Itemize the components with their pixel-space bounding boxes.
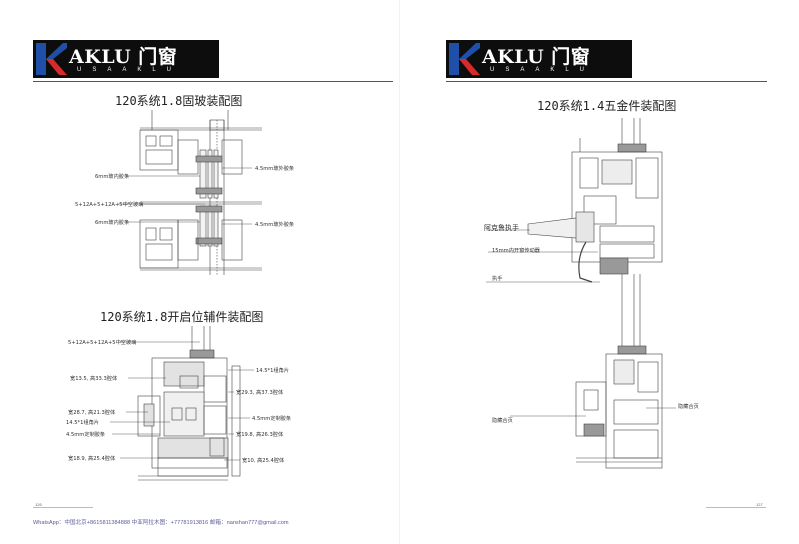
hardware-drawing: 阿克鲁执手 15mm内开窗传动器 执手 隐藏合页 隐藏合页 (484, 118, 699, 469)
label-left-strip: 4.5mm定制胶条 (66, 430, 105, 438)
label-right-corner: 14.5*1组角片 (256, 366, 289, 374)
k-mark-icon (446, 40, 482, 78)
page-spine (399, 0, 400, 544)
label-left-cavity-3: 宽18.9, 高25.4腔体 (68, 454, 116, 462)
left-page: AKLU 门窗 USAAKLU 120系统1.8固玻装配图 (0, 0, 399, 544)
footer-contact: WhatsApp：中国北京+8615811384888 中亚阿拉木图：+7778… (33, 520, 289, 526)
label-right-cavity-3: 宽10, 高25.4腔体 (242, 456, 285, 464)
label-handle: 执手 (492, 274, 502, 282)
logo-sub-text: USAAKLU (490, 67, 596, 73)
right-page: AKLU 门窗 USAAKLU 120系统1.4五金件装配图 (400, 0, 799, 544)
label-right-strip: 4.5mm定制胶条 (252, 414, 291, 422)
label-glass-inner-strip-a: 6mm玻内胶条 (95, 172, 129, 180)
section-title-fixed-glass: 120系统1.8固玻装配图 (115, 94, 243, 108)
label-insulated-glass-2: 5+12A+5+12A+5中空玻璃 (68, 338, 136, 346)
page-number: 126 (35, 502, 42, 507)
header-rule (446, 81, 767, 82)
label-glass-inner-strip-b: 6mm玻内胶条 (95, 218, 129, 226)
label-glass-outer-strip-a: 4.5mm玻外胶条 (255, 164, 294, 172)
brand-logo: AKLU 门窗 USAAKLU (33, 40, 219, 78)
label-left-cavity-1: 宽13.5, 高33.3腔体 (70, 374, 118, 382)
brand-logo-right: AKLU 门窗 USAAKLU (446, 40, 632, 78)
label-aklu-handle: 阿克鲁执手 (484, 223, 519, 232)
logo-sub-text: USAAKLU (77, 67, 183, 73)
label-drive: 15mm内开窗传动器 (492, 246, 541, 254)
section-title-hardware: 120系统1.4五金件装配图 (537, 99, 677, 113)
label-hidden-hinge-right: 隐藏合页 (678, 402, 699, 410)
page-number-rule (33, 507, 93, 508)
label-right-cavity-1: 宽29.3, 高37.3腔体 (236, 388, 284, 396)
section-title-sash-accessory: 120系统1.8开启位辅件装配图 (100, 310, 264, 324)
page-number-rule (706, 507, 766, 508)
label-insulated-glass: 5+12A+5+12A+5中空玻璃 (75, 200, 143, 208)
k-mark-icon (33, 40, 69, 78)
logo-brand-text: AKLU 门窗 (482, 46, 591, 68)
logo-brand-text: AKLU 门窗 (69, 46, 178, 68)
label-hidden-hinge-left: 隐藏合页 (492, 416, 513, 424)
label-glass-outer-strip-b: 4.5mm玻外胶条 (255, 220, 294, 228)
page-number: 127 (756, 502, 763, 507)
label-left-cavity-2: 宽28.7, 高21.3腔体 (68, 408, 116, 416)
label-left-corner: 14.5*1组角片 (66, 418, 99, 426)
header-rule (33, 81, 393, 82)
fixed-glass-drawing: 6mm玻内胶条 4.5mm玻外胶条 5+12A+5+12A+5中空玻璃 6mm玻… (75, 110, 294, 275)
label-right-cavity-2: 宽19.8, 高26.3腔体 (236, 430, 284, 438)
sash-accessory-drawing: 5+12A+5+12A+5中空玻璃 宽13.5, 高33.3腔体 宽28.7, … (66, 326, 291, 481)
